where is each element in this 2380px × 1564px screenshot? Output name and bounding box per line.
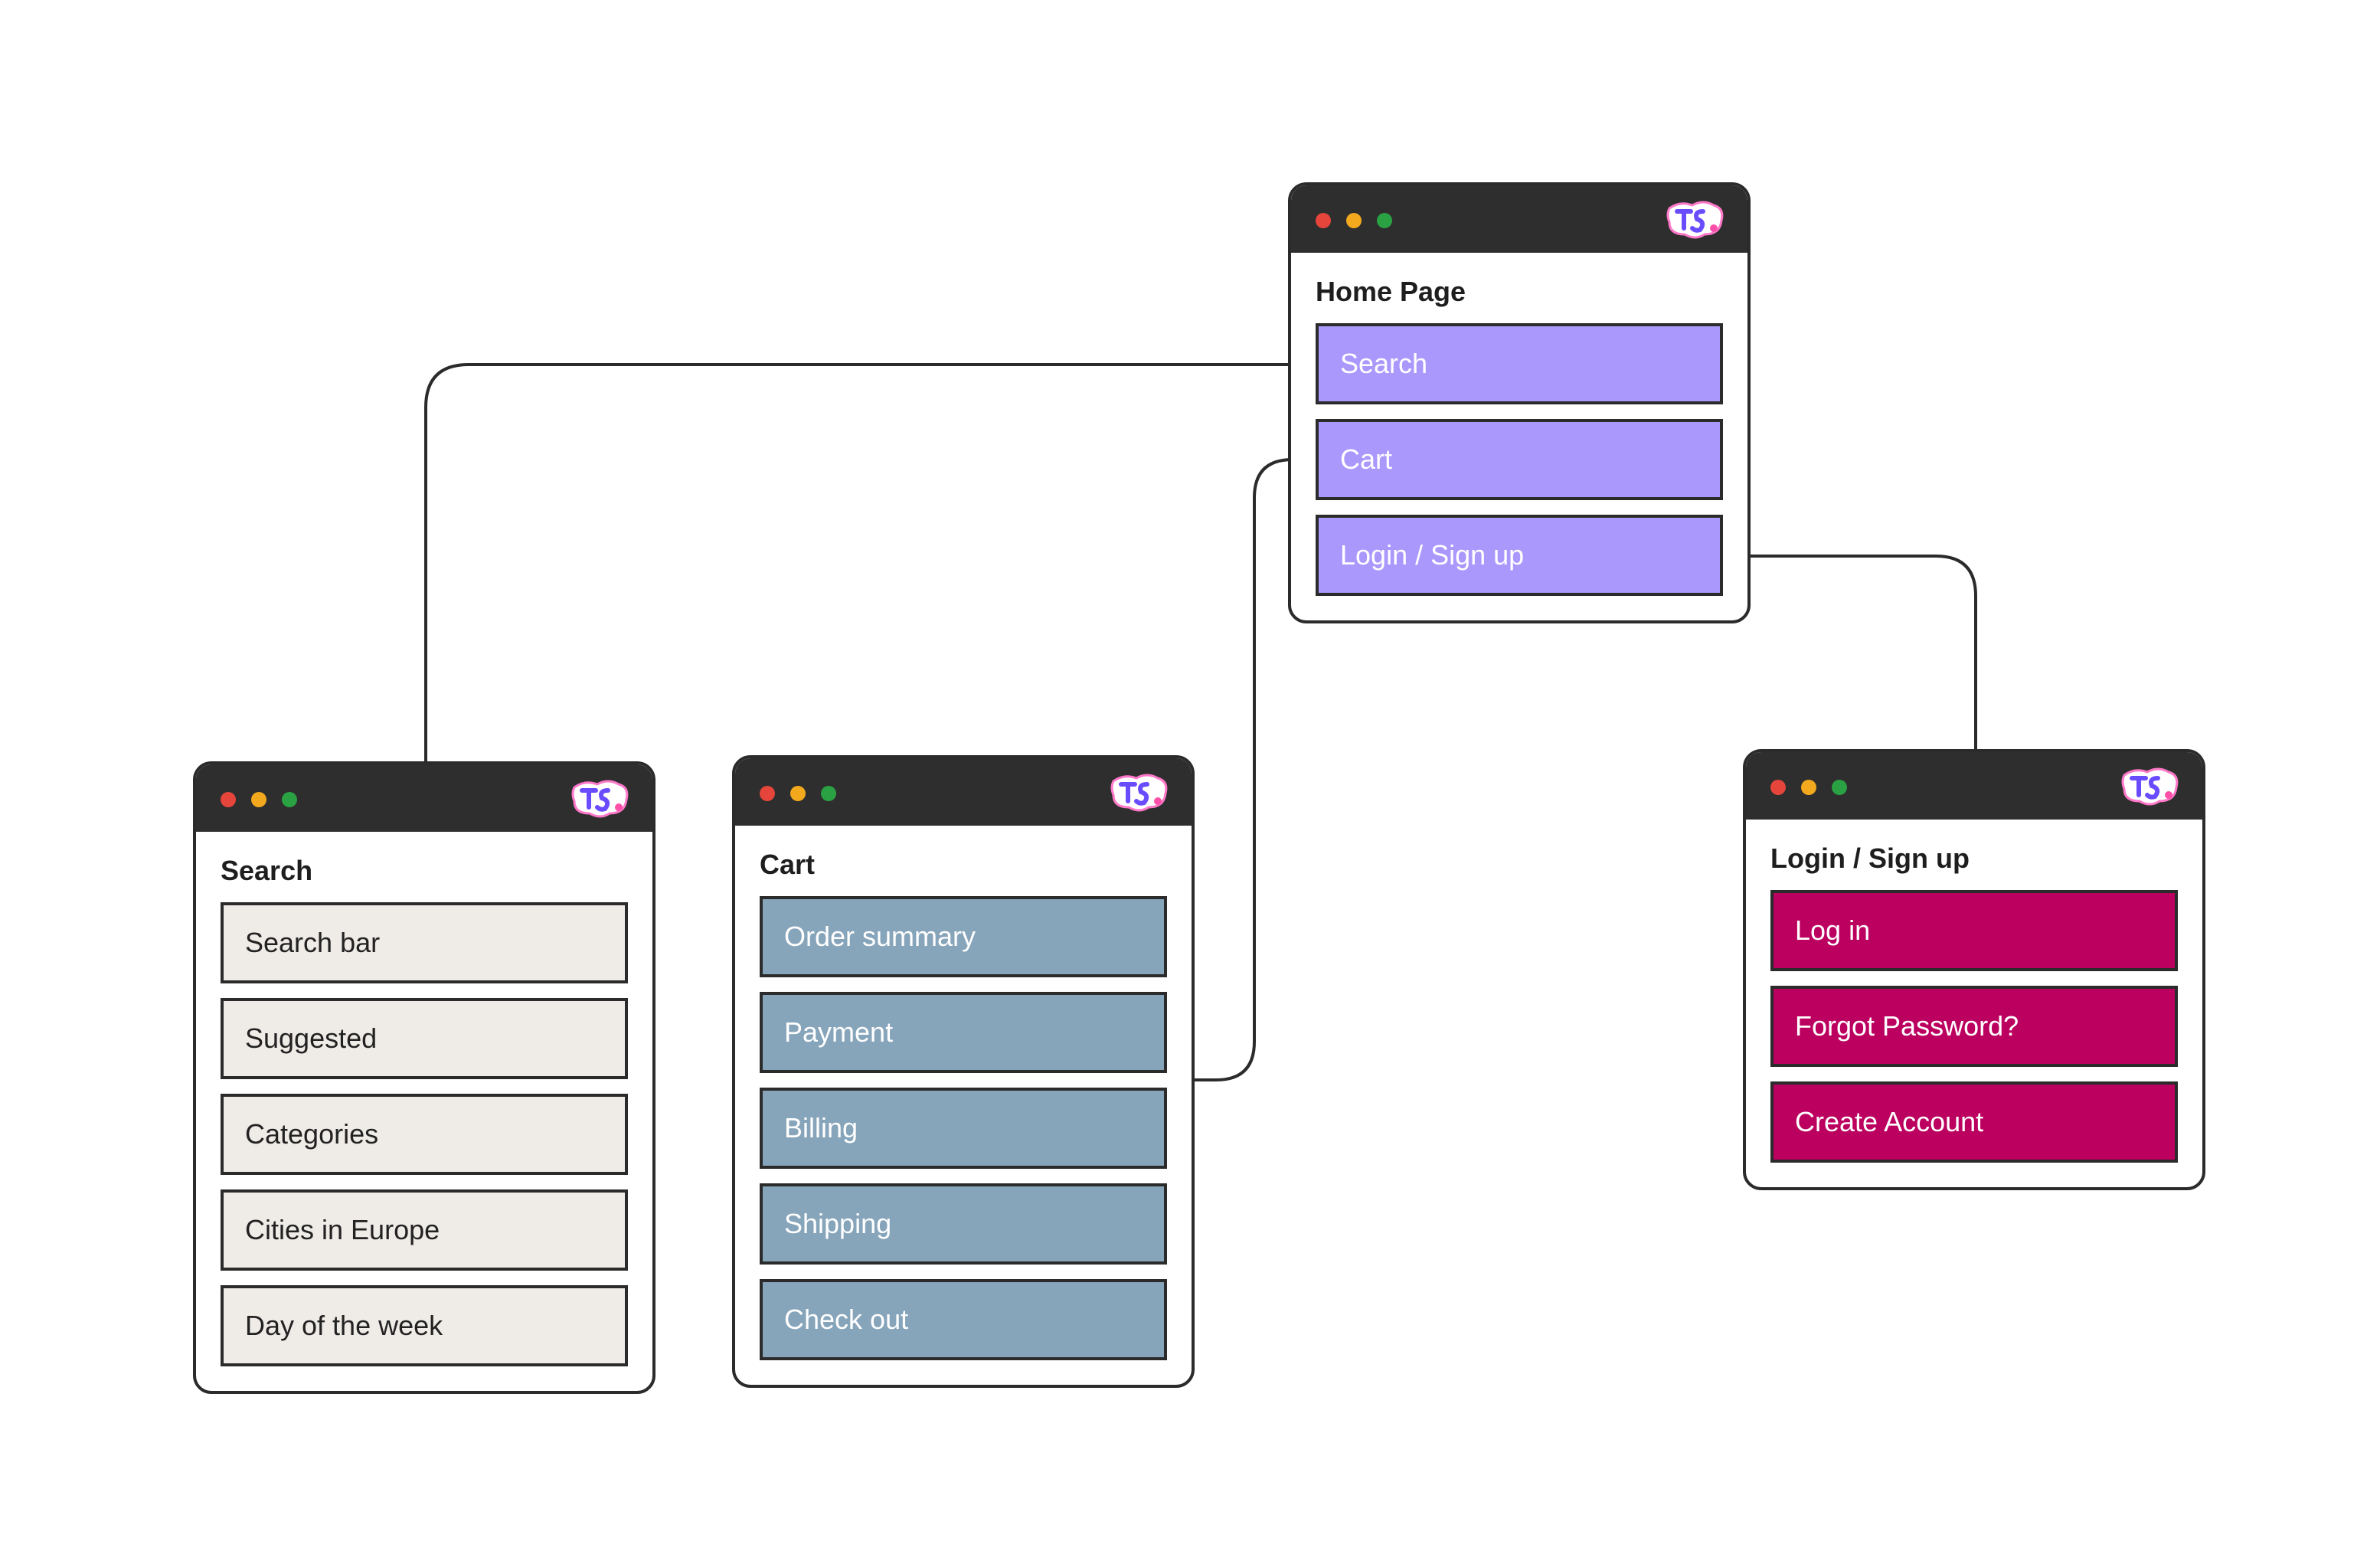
close-dot-icon [1770,780,1786,795]
minimize-dot-icon [251,792,266,807]
log-in-button[interactable]: Log in [1770,890,2178,971]
window-titlebar [1291,185,1747,253]
close-dot-icon [1316,213,1331,228]
home-page-window: Home Page Search Cart Login / Sign up [1288,182,1751,623]
connector-home-search-to-search-window [424,363,1317,763]
home-cart-button[interactable]: Cart [1316,419,1723,500]
window-title: Search [221,855,313,886]
close-dot-icon [760,786,775,801]
logo-icon [1666,201,1724,239]
payment-item[interactable]: Payment [760,992,1167,1073]
logo-icon [1110,774,1168,812]
cart-window: Cart Order summary Payment Billing Shipp… [732,755,1195,1388]
window-title: Cart [760,849,816,880]
shipping-item[interactable]: Shipping [760,1183,1167,1265]
home-search-button[interactable]: Search [1316,323,1723,404]
logo-icon [571,780,629,818]
maximize-dot-icon [1832,780,1847,795]
search-window: Search Search bar Suggested Categories C… [193,761,655,1394]
connector-home-login-to-login-window [1721,555,1977,751]
minimize-dot-icon [790,786,806,801]
maximize-dot-icon [282,792,297,807]
window-titlebar [735,758,1192,826]
window-title: Login / Sign up [1770,843,1970,874]
home-login-button[interactable]: Login / Sign up [1316,515,1723,596]
cities-in-europe-item[interactable]: Cities in Europe [221,1189,628,1271]
minimize-dot-icon [1801,780,1816,795]
window-title: Home Page [1316,276,1466,307]
check-out-item[interactable]: Check out [760,1279,1167,1360]
minimize-dot-icon [1346,213,1362,228]
login-signup-window: Login / Sign up Log in Forgot Password? … [1743,749,2205,1190]
window-titlebar [1746,752,2202,820]
search-bar-item[interactable]: Search bar [221,902,628,983]
logo-icon [2121,767,2179,806]
billing-item[interactable]: Billing [760,1088,1167,1169]
suggested-item[interactable]: Suggested [221,998,628,1079]
close-dot-icon [221,792,236,807]
maximize-dot-icon [1377,213,1392,228]
create-account-button[interactable]: Create Account [1770,1081,2178,1163]
window-titlebar [196,764,652,832]
maximize-dot-icon [821,786,836,801]
day-of-the-week-item[interactable]: Day of the week [221,1285,628,1366]
categories-item[interactable]: Categories [221,1094,628,1175]
forgot-password-button[interactable]: Forgot Password? [1770,986,2178,1067]
order-summary-item[interactable]: Order summary [760,896,1167,977]
